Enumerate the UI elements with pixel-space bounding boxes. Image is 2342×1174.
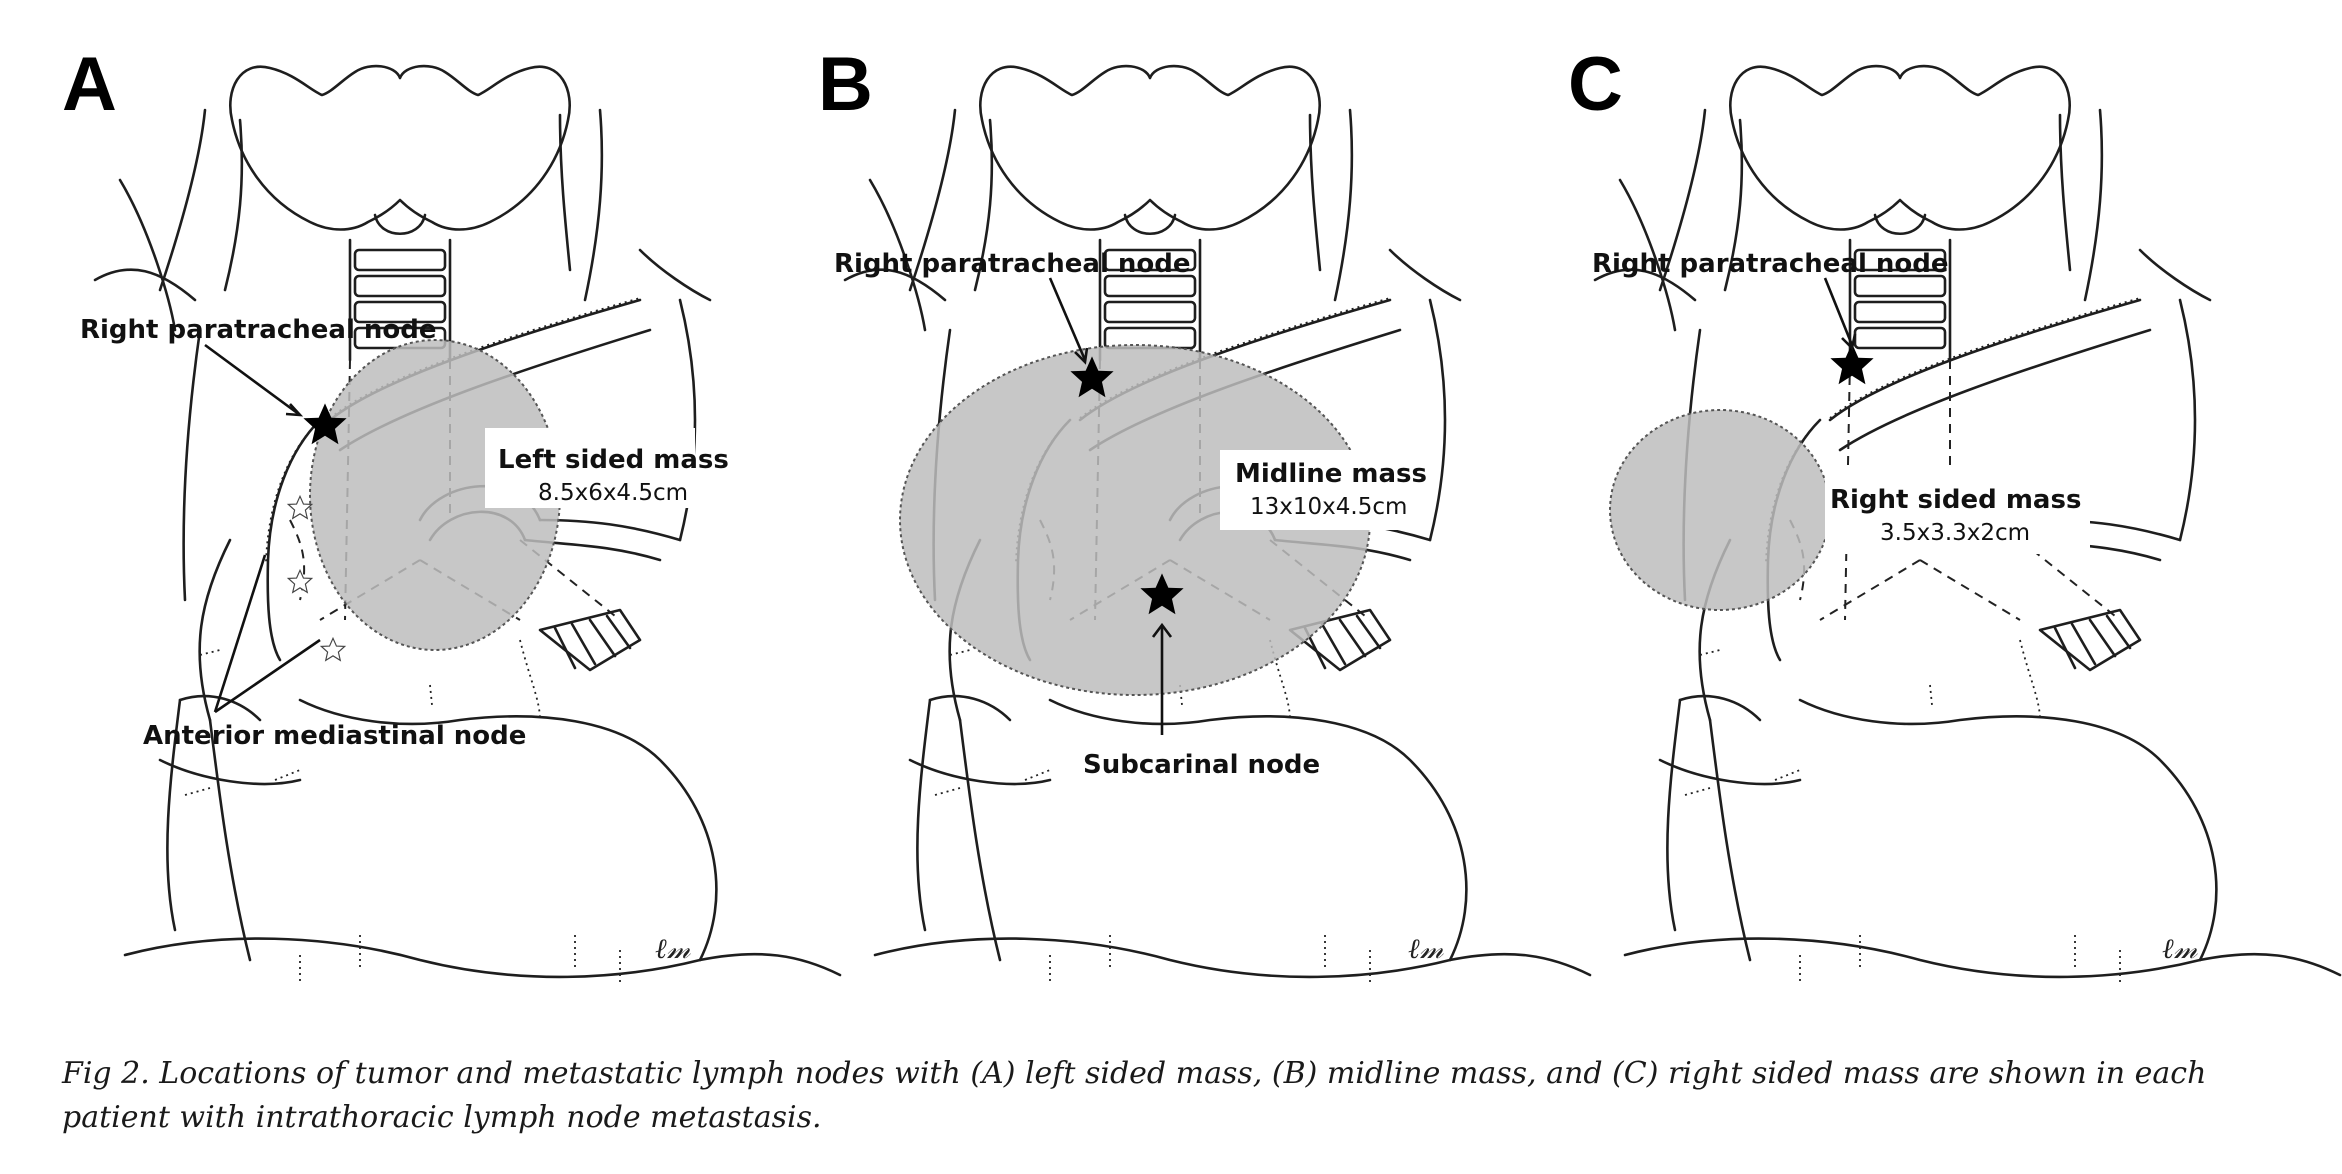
panel-b: B Right paratracheal node Midline mass 1… (818, 42, 1592, 987)
label-mass-name: Midline mass (1235, 459, 1427, 489)
label-mass-size: 8.5x6x4.5cm (538, 480, 688, 506)
label-mass-name: Right sided mass (1830, 485, 2081, 515)
label-mass-size: 3.5x3.3x2cm (1880, 520, 2030, 546)
pointer-line (1048, 277, 1087, 361)
panel-c: C Right paratracheal node Right sided ma… (1568, 42, 2342, 987)
label-right-paratracheal-node: Right paratracheal node (1592, 249, 1949, 279)
minor-node-star-icon (320, 637, 346, 661)
artist-signature-icon: ℓ𝓂 (1408, 932, 1445, 965)
pointer-line (1823, 277, 1854, 346)
panel-letter: B (818, 42, 873, 127)
label-mass-name: Left sided mass (498, 445, 729, 475)
label-mass-size: 13x10x4.5cm (1250, 494, 1407, 520)
label-subcarinal-node: Subcarinal node (1083, 750, 1320, 780)
arrow-head (1074, 347, 1089, 365)
artist-signature-icon: ℓ𝓂 (655, 932, 692, 965)
pointer-line (204, 343, 301, 417)
label-anterior-mediastinal-node: Anterior mediastinal node (143, 721, 526, 751)
arrow-head (285, 403, 304, 417)
artist-signature-icon: ℓ𝓂 (2162, 932, 2199, 965)
arrow-head (1841, 333, 1857, 351)
pointer-line (213, 554, 267, 713)
pointer-line (214, 638, 321, 714)
figure-caption: Fig 2. Locations of tumor and metastatic… (62, 1056, 2207, 1135)
arrow-head (1151, 622, 1173, 638)
label-right-paratracheal-node: Right paratracheal node (80, 315, 437, 345)
label-right-paratracheal-node: Right paratracheal node (834, 249, 1191, 279)
minor-node-star-icon (287, 495, 313, 519)
tumor-mass (1609, 409, 1831, 611)
panel-a: A Right paratracheal node Left sided mas… (62, 42, 842, 987)
panel-letter: C (1568, 42, 1623, 127)
minor-node-star-icon (287, 569, 313, 593)
panel-letter: A (62, 42, 117, 127)
